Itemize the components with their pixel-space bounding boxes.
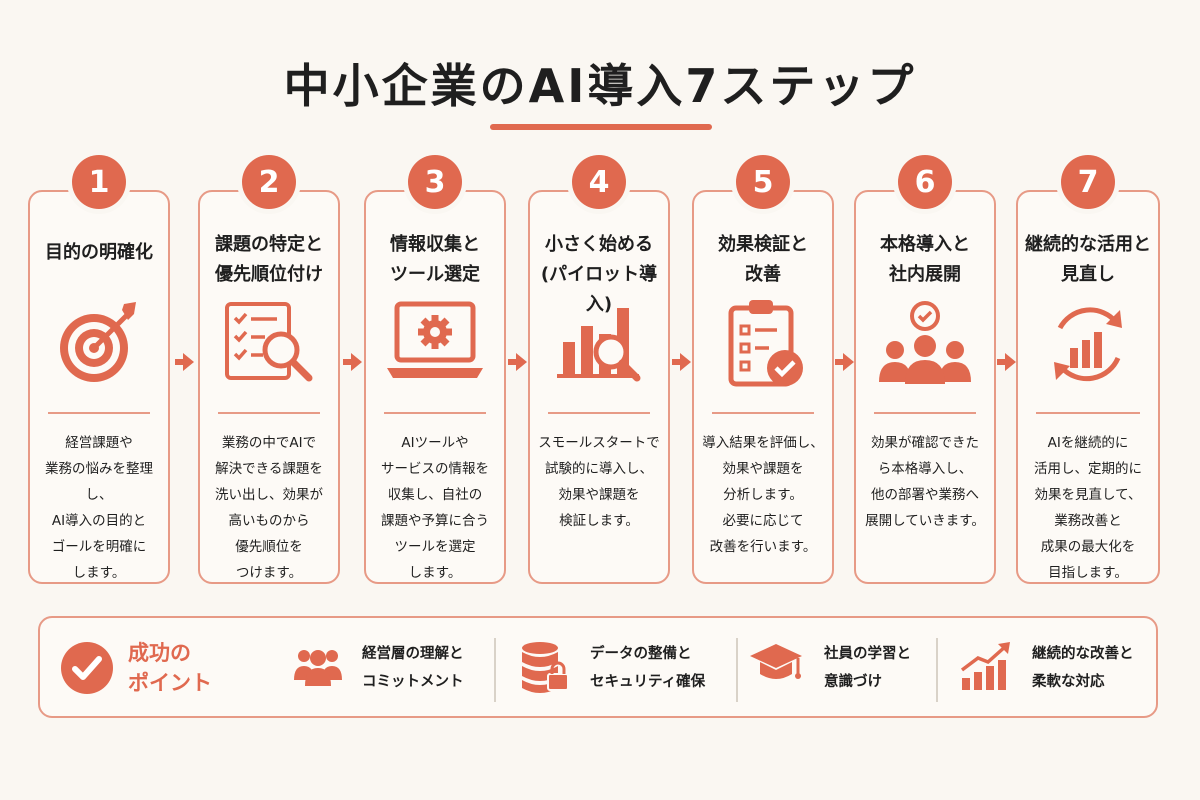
check-circle-icon xyxy=(61,642,113,694)
divider xyxy=(494,638,496,702)
step-divider-7 xyxy=(1036,412,1140,414)
graduation-cap-icon xyxy=(750,644,802,679)
cycle-chart-icon xyxy=(1038,298,1138,396)
step-card-1: 目的の明確化 経営課題や 業務の悩みを整理し、 AI導入の目的と ゴールを明確に… xyxy=(28,190,170,584)
target-icon xyxy=(54,298,144,392)
step-card-4: 小さく始める (パイロット導入) スモールスタートで 試験的に導入し、 効果や課… xyxy=(528,190,670,584)
step-card-3: 情報収集と ツール選定 AIツールや サービスの情報を xyxy=(364,190,506,584)
step-desc-7: AIを継続的に 活用し、定期的に 効果を見直して、 業務改善と 成果の最大化を … xyxy=(1034,435,1142,581)
success-point-2: データの整備と セキュリティ確保 xyxy=(518,632,728,704)
database-lock-icon xyxy=(522,642,569,693)
success-points-panel: 成功の ポイント 経営層の理解と コミットメント データの整備と セキュリティ確… xyxy=(38,616,1158,718)
growth-chart-icon xyxy=(960,642,1010,690)
step-title-5: 効果検証と 改善 xyxy=(718,234,808,285)
step-badge-7: 7 xyxy=(1061,155,1115,209)
arrow-right-icon xyxy=(175,353,194,371)
step-divider-3 xyxy=(384,412,486,414)
step-badge-5: 5 xyxy=(736,155,790,209)
divider xyxy=(936,638,938,702)
step-divider-4 xyxy=(548,412,650,414)
laptop-gear-icon xyxy=(383,298,487,392)
page-title: 中小企業のAI導入7ステップ xyxy=(283,59,917,113)
step-desc-6: 効果が確認できた ら本格導入し、 他の部署や業務へ 展開していきます。 xyxy=(865,435,985,529)
checklist-magnifier-icon xyxy=(219,298,319,392)
success-point-4: 継続的な改善と 柔軟な対応 xyxy=(958,632,1148,704)
step-badge-2: 2 xyxy=(242,155,296,209)
step-divider-6 xyxy=(874,412,976,414)
step-title-2: 課題の特定と 優先順位付け xyxy=(215,234,323,285)
step-card-2: 課題の特定と 優先順位付け 業務の中でAIで 解決できる課題を 洗い出し、効果が… xyxy=(198,190,340,584)
step-title-1: 目的の明確化 xyxy=(45,242,153,263)
arrow-right-icon xyxy=(997,353,1016,371)
success-point-1: 経営層の理解と コミットメント xyxy=(292,632,482,704)
success-label: 成功の ポイント xyxy=(128,641,212,695)
success-point-label-2: データの整備と セキュリティ確保 xyxy=(590,646,706,690)
step-badge-1: 1 xyxy=(72,155,126,209)
arrow-right-icon xyxy=(835,353,854,371)
step-desc-2: 業務の中でAIで 解決できる課題を 洗い出し、効果が 高いものから 優先順位を … xyxy=(215,435,323,581)
step-divider-5 xyxy=(712,412,814,414)
step-badge-3: 3 xyxy=(408,155,462,209)
step-card-7: 継続的な活用と 見直し AIを継続的に 活用し、定期的に 効果を見直して、 業務… xyxy=(1016,190,1160,584)
arrow-right-icon xyxy=(343,353,362,371)
success-point-label-1: 経営層の理解と コミットメント xyxy=(362,646,464,690)
step-desc-5: 導入結果を評価し、 効果や課題を 分析します。 必要に応じて 改善を行います。 xyxy=(702,435,824,555)
chart-magnifier-icon xyxy=(549,298,649,392)
title-underline xyxy=(490,124,712,130)
step-card-6: 本格導入と 社内展開 効果が確認できた ら本格導入し、 他の部署や業務へ 展開し… xyxy=(854,190,996,584)
step-card-5: 効果検証と 改善 導入結果を評価し、 効果や課題を 分析します。 必要に応じて … xyxy=(692,190,834,584)
divider xyxy=(736,638,738,702)
step-title-6: 本格導入と 社内展開 xyxy=(880,234,970,285)
success-point-label-4: 継続的な改善と 柔軟な対応 xyxy=(1032,646,1134,690)
step-divider-1 xyxy=(48,412,150,414)
step-title-3: 情報収集と ツール選定 xyxy=(390,234,480,285)
step-badge-4: 4 xyxy=(572,155,626,209)
arrow-right-icon xyxy=(672,353,691,371)
step-divider-2 xyxy=(218,412,320,414)
step-badge-6: 6 xyxy=(898,155,952,209)
step-title-7: 継続的な活用と 見直し xyxy=(1025,234,1151,285)
step-desc-3: AIツールや サービスの情報を 収集し、自社の 課題や予算に合う ツールを選定 … xyxy=(381,435,489,581)
people-icon xyxy=(294,650,342,686)
clipboard-check-icon xyxy=(713,298,813,396)
step-title-4: 小さく始める (パイロット導入) xyxy=(540,234,658,315)
success-point-3: 社員の学習と 意識づけ xyxy=(748,632,938,704)
arrow-right-icon xyxy=(508,353,527,371)
success-point-label-3: 社員の学習と 意識づけ xyxy=(824,646,911,690)
step-desc-1: 経営課題や 業務の悩みを整理し、 AI導入の目的と ゴールを明確に します。 xyxy=(45,435,153,581)
step-desc-4: スモールスタートで 試験的に導入し、 効果や課題を 検証します。 xyxy=(538,435,660,529)
team-check-icon xyxy=(873,298,977,396)
